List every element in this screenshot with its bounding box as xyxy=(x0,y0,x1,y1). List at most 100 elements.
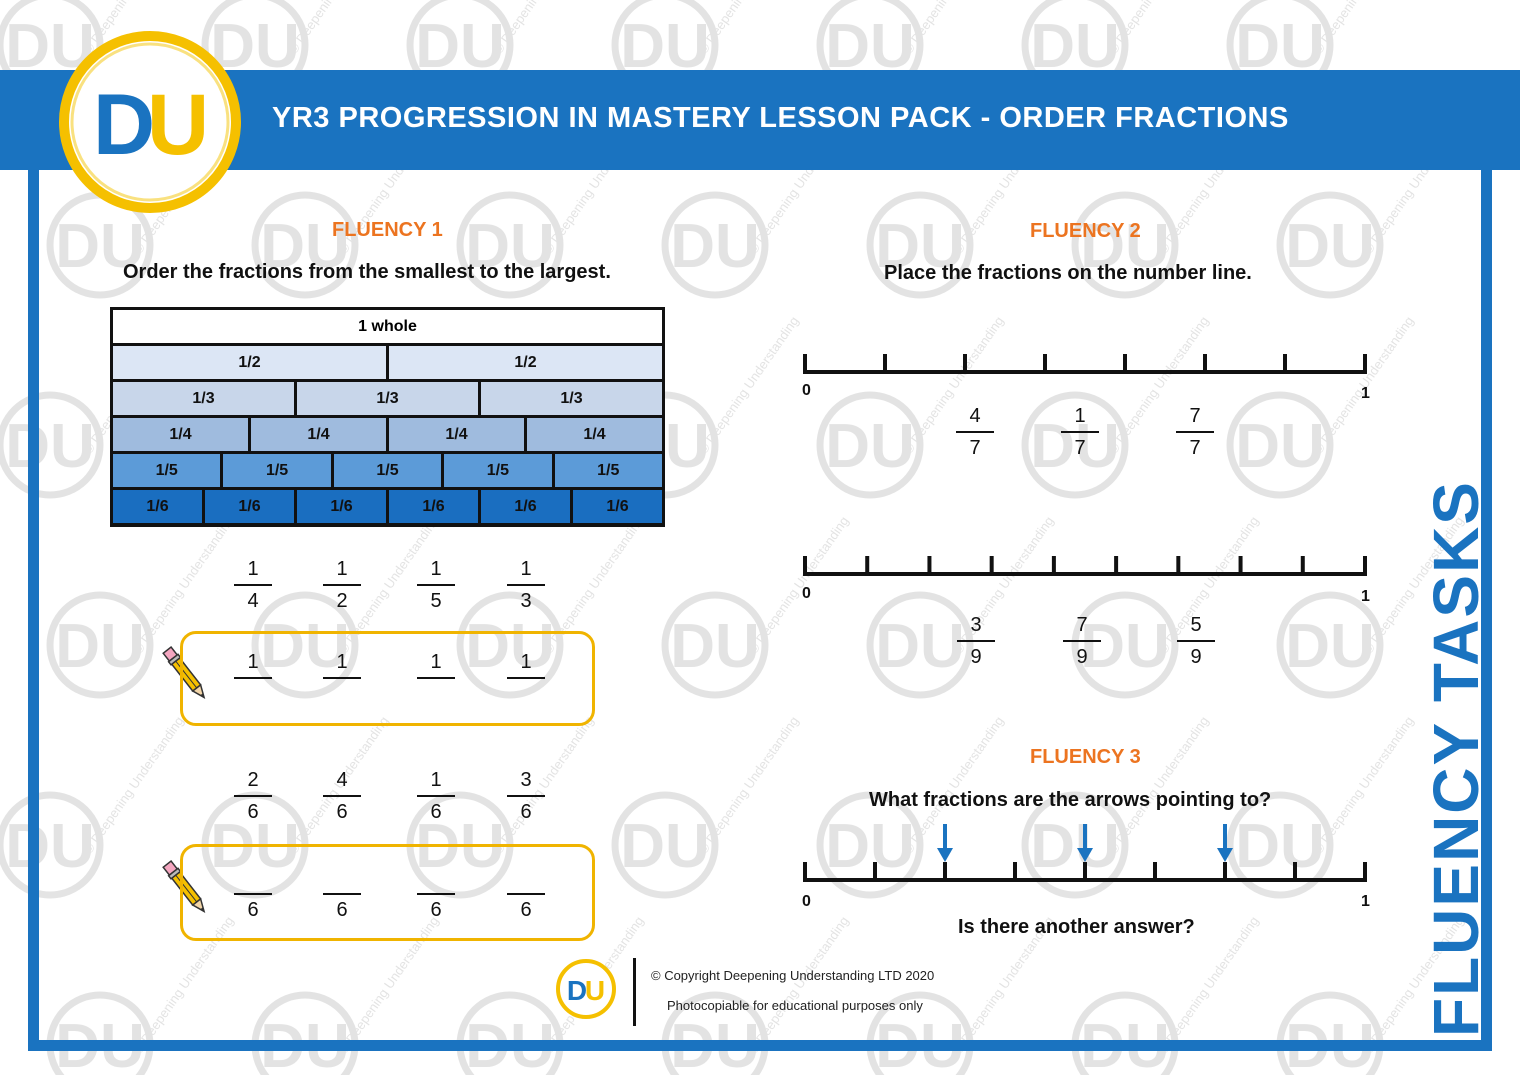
fraction-bar xyxy=(507,893,545,895)
answer-fraction: 6 xyxy=(319,866,365,922)
fraction-numerator: 1 xyxy=(520,651,532,673)
answer-box-a[interactable] xyxy=(180,631,595,726)
du-logo: D U xyxy=(59,31,241,213)
fraction-wall-cell: 1/3 xyxy=(297,382,478,415)
fraction-wall-cell: 1/6 xyxy=(573,490,662,523)
fraction-denominator xyxy=(230,682,276,706)
number-line-2-end: 1 xyxy=(1361,588,1370,605)
fluency1-heading: FLUENCY 1 xyxy=(332,219,443,241)
fraction-wall-cell: 1/2 xyxy=(389,346,662,379)
fraction-bar xyxy=(417,677,455,679)
fraction-wall-cell: 1/4 xyxy=(113,418,248,451)
watermark-logo-text: DU xyxy=(670,212,760,281)
header-bar xyxy=(0,70,1520,170)
fraction-numerator xyxy=(230,866,276,890)
answer-fraction: 1 xyxy=(503,650,549,706)
page-title: YR3 PROGRESSION IN MASTERY LESSON PACK -… xyxy=(272,102,1289,134)
answer-box-b[interactable] xyxy=(180,844,595,941)
fraction-bar xyxy=(323,893,361,895)
fraction-bar xyxy=(956,431,994,433)
fraction-bar xyxy=(507,795,545,797)
fraction-denominator: 3 xyxy=(520,590,532,612)
fraction-wall-cell: 1/5 xyxy=(223,454,331,487)
number-line-ninths xyxy=(803,556,1367,576)
fraction-wall-cell: 1/4 xyxy=(389,418,524,451)
fraction-wall-cell: 1/3 xyxy=(113,382,294,415)
fraction-numerator: 1 xyxy=(430,651,442,673)
watermark-logo-text: DU xyxy=(875,612,965,681)
fraction-bar xyxy=(957,640,995,642)
watermark-logo-text: DU xyxy=(55,612,145,681)
fraction-wall-cell: 1/6 xyxy=(113,490,202,523)
fluency3-instruction: What fractions are the arrows pointing t… xyxy=(869,789,1272,811)
fraction-wall-cell: 1/6 xyxy=(481,490,570,523)
number-line-1-end: 1 xyxy=(1361,385,1370,402)
watermark-copyright: © Deepening Understanding xyxy=(695,714,801,857)
fluency2-instruction: Place the fractions on the number line. xyxy=(884,262,1252,284)
logo-letter-u: U xyxy=(147,77,209,173)
watermark-logo-text: DU xyxy=(5,412,95,481)
watermark-copyright: © Deepening Understanding xyxy=(745,914,851,1057)
answer-fraction: 1 xyxy=(230,650,276,706)
fraction-numerator xyxy=(503,866,549,890)
fraction-denominator: 6 xyxy=(520,801,532,823)
watermark-logo-text: DU xyxy=(5,812,95,881)
fraction-numerator: 1 xyxy=(520,558,532,580)
fraction-denominator: 6 xyxy=(336,899,348,921)
fraction-numerator: 3 xyxy=(970,614,982,636)
fraction-numerator: 1 xyxy=(430,769,442,791)
footer-divider xyxy=(633,958,636,1026)
watermark-copyright: © Deepening Understanding xyxy=(285,0,391,57)
fraction-numerator: 7 xyxy=(1076,614,1088,636)
svg-text:U: U xyxy=(585,975,605,1006)
fraction-bar xyxy=(1176,431,1214,433)
fraction-denominator: 9 xyxy=(1190,646,1202,668)
fraction-wall-cell: 1/4 xyxy=(251,418,386,451)
fraction-wall-cell: 1/5 xyxy=(333,454,442,487)
number-line-3-start: 0 xyxy=(802,893,811,910)
fraction-numerator: 1 xyxy=(247,651,259,673)
watermark-copyright: © Deepening Understanding xyxy=(900,0,1006,57)
fraction-numerator: 7 xyxy=(1189,405,1201,427)
fraction-bar xyxy=(323,677,361,679)
watermark-logo: DU© Deepening Understanding xyxy=(661,514,852,699)
answer-fraction: 6 xyxy=(230,866,276,922)
number-line-sevenths xyxy=(803,354,1367,374)
fraction-denominator: 4 xyxy=(247,590,259,612)
svg-text:D: D xyxy=(567,975,587,1006)
fraction-wall-cell: 1/6 xyxy=(205,490,294,523)
fraction-wall-whole-row: 1 whole xyxy=(113,310,662,343)
watermark-logo: DU© Deepening Understanding xyxy=(611,714,802,899)
fraction-numerator: 3 xyxy=(520,769,532,791)
fraction-wall-cell: 1/5 xyxy=(113,454,221,487)
fraction-numerator: 1 xyxy=(430,558,442,580)
fraction-denominator: 6 xyxy=(430,899,442,921)
watermark-copyright: © Deepening Understanding xyxy=(490,0,596,57)
watermark-copyright: © Deepening Understanding xyxy=(80,714,186,857)
watermark-copyright: © Deepening Understanding xyxy=(1105,0,1211,57)
footer-note: Photocopiable for educational purposes o… xyxy=(667,998,923,1013)
watermark-logo-text: DU xyxy=(1285,612,1375,681)
fraction-numerator: 2 xyxy=(247,769,259,791)
fraction-denominator: 5 xyxy=(430,590,442,612)
fraction-wall-cell: 1/4 xyxy=(527,418,662,451)
fraction-denominator: 9 xyxy=(1076,646,1088,668)
fraction-bar xyxy=(1177,640,1215,642)
fluency3-heading: FLUENCY 3 xyxy=(1030,746,1141,768)
du-logo-small: D U xyxy=(556,959,616,1019)
arrow-down-icon xyxy=(1077,824,1093,862)
fraction-denominator: 7 xyxy=(1189,437,1201,459)
frame-bottom xyxy=(28,1040,1492,1051)
